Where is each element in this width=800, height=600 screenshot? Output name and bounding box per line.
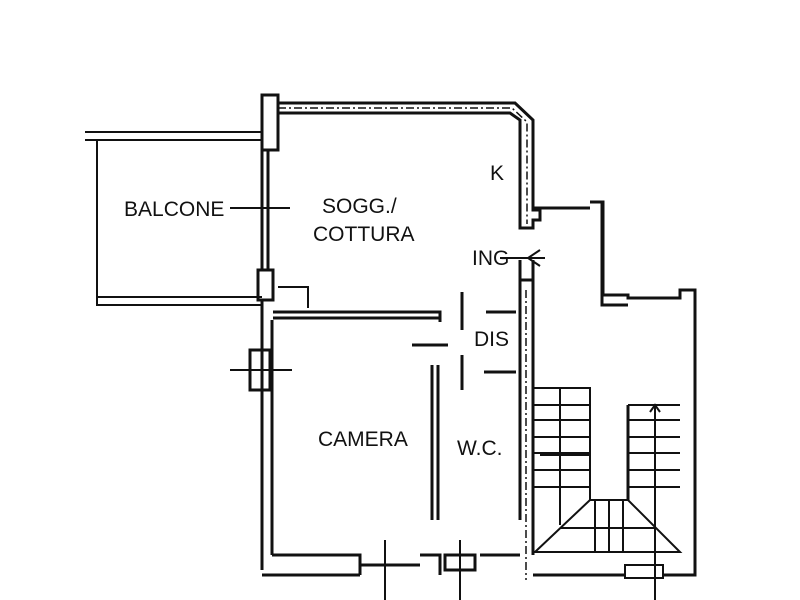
room-label-disimpegno: DIS (474, 328, 510, 351)
room-label-wc: W.C. (457, 437, 503, 460)
corridor-walls (518, 260, 535, 580)
room-label-soggiorno: SOGG./ (322, 195, 397, 218)
room-label-ingresso: ING (472, 247, 510, 270)
room-label-camera: CAMERA (318, 428, 408, 451)
kitchen-walls (256, 93, 542, 322)
room-label-k: K (490, 162, 505, 185)
camera-walls (248, 292, 520, 600)
room-label-balcone: BALCONE (124, 198, 225, 221)
room-label-cottura: COTTURA (313, 223, 415, 246)
balcony-walls (85, 131, 262, 306)
stair-walls (532, 200, 697, 600)
